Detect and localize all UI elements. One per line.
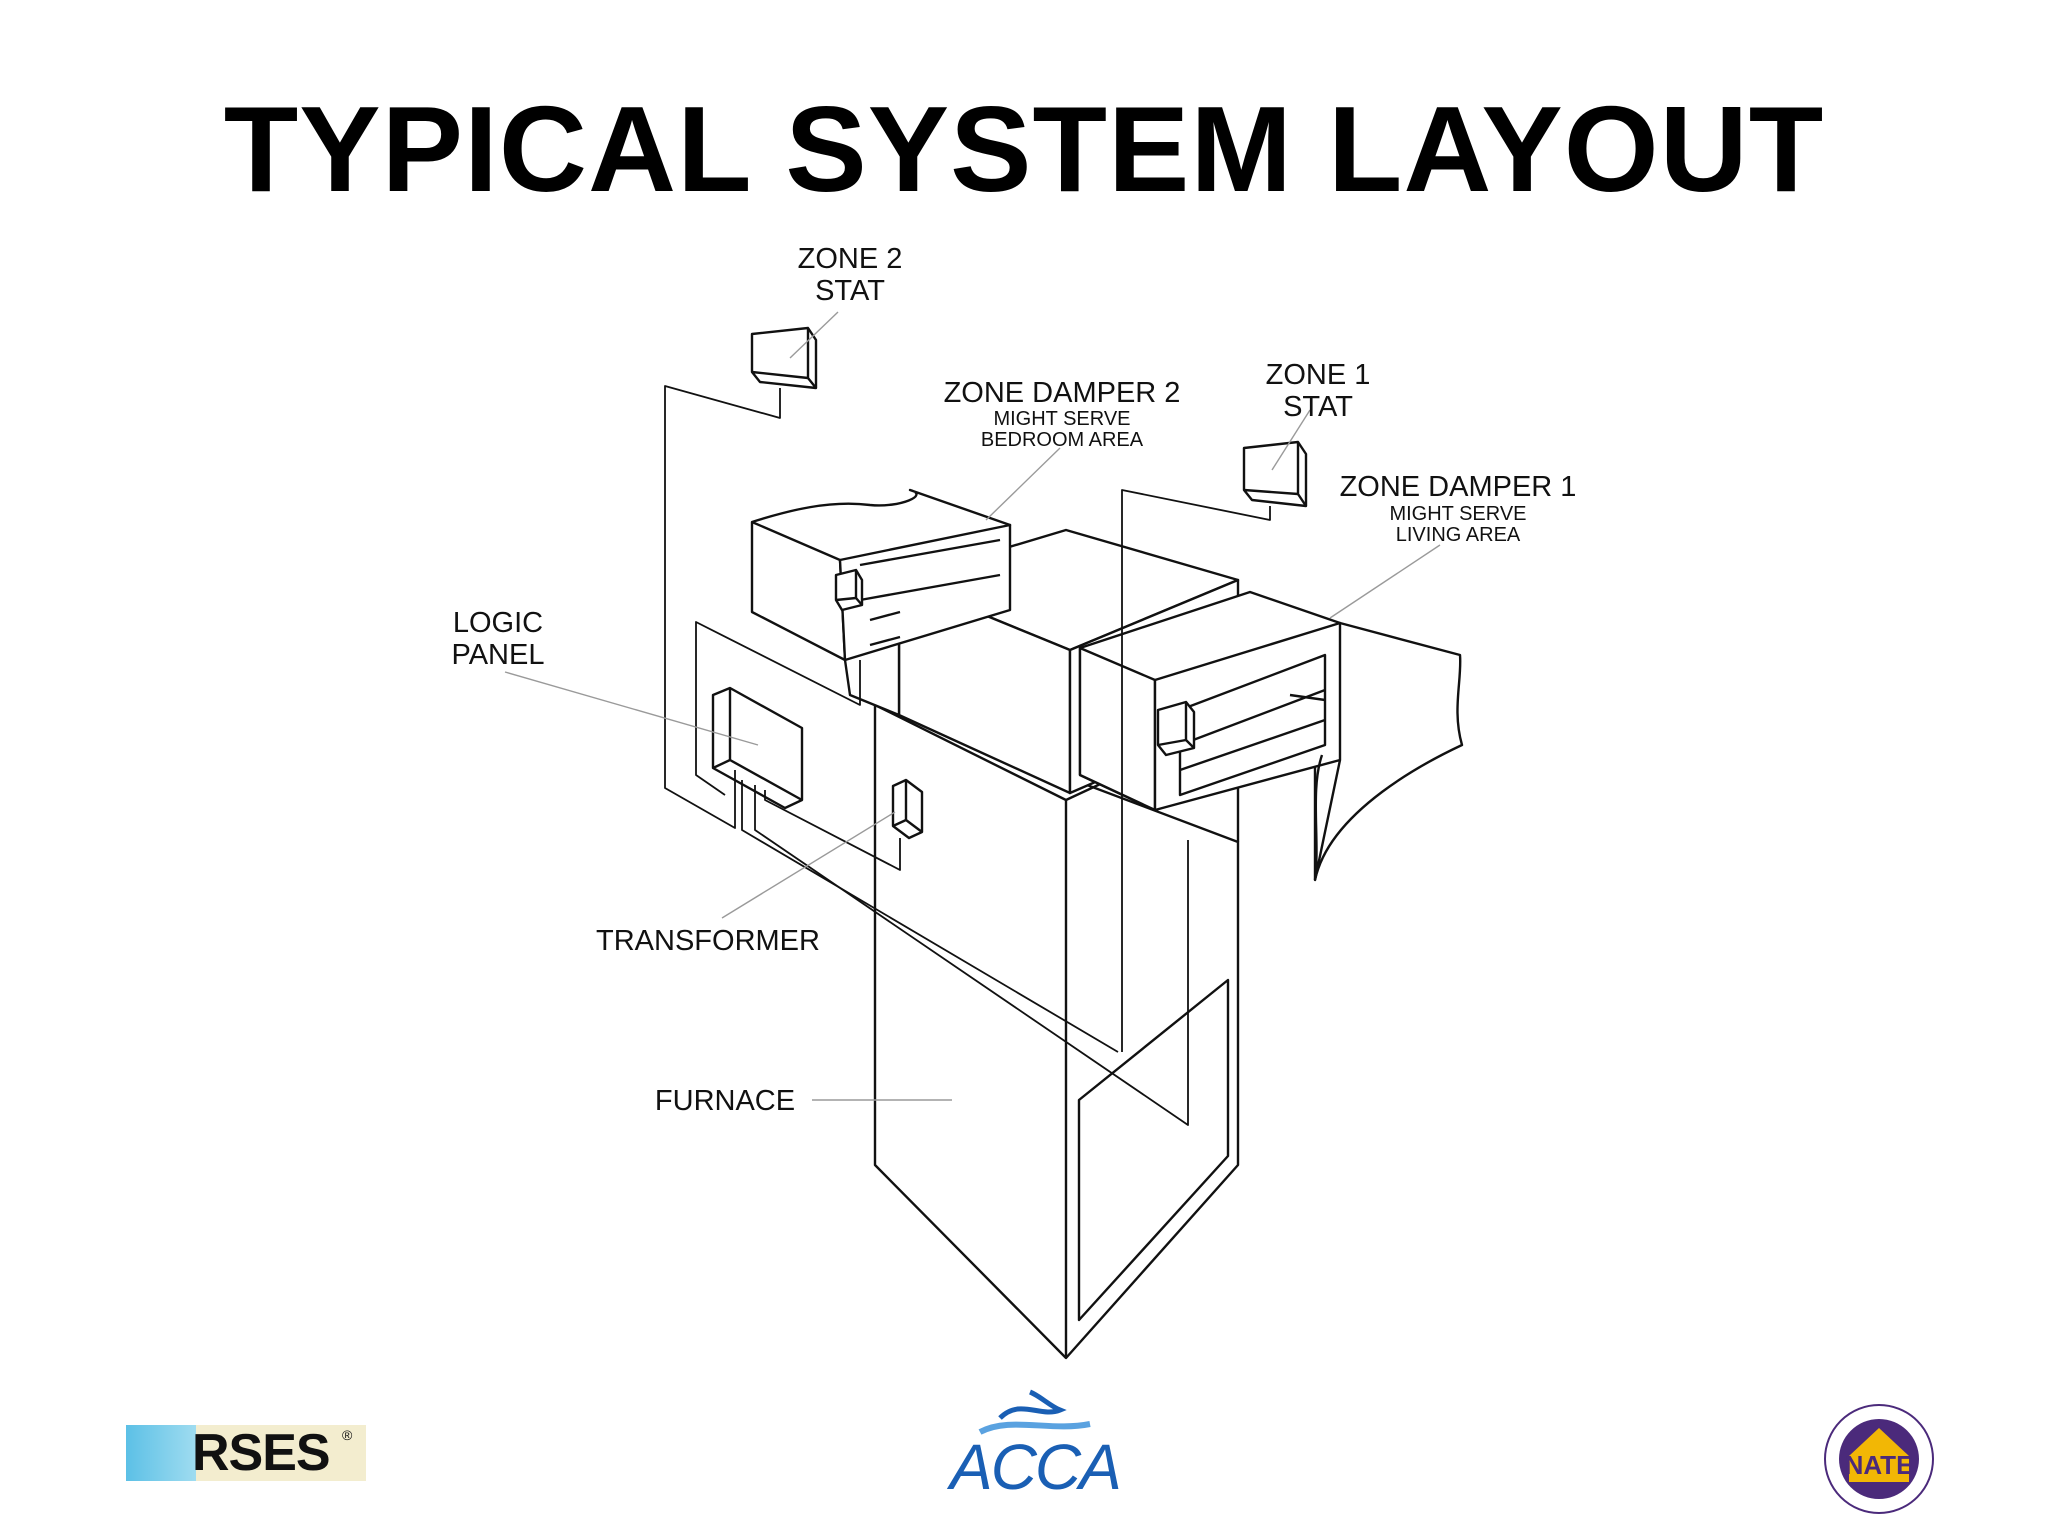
control-wiring (664, 385, 1271, 1126)
nate-logo: NATE (1816, 1402, 1942, 1516)
transformer (891, 778, 924, 840)
nate-badge-text: NATE (1845, 1450, 1914, 1480)
furnace-label: FURNACE (655, 1085, 795, 1117)
zone-damper-2-note-line2: BEDROOM AREA (981, 429, 1144, 451)
zone-1-damper-actuator (1156, 700, 1196, 757)
zone-1-stat-label-line1: ZONE 1 (1266, 359, 1371, 391)
page-title: TYPICAL SYSTEM LAYOUT (223, 81, 1825, 217)
transformer-label: TRANSFORMER (596, 925, 820, 957)
zone-2-duct (750, 488, 1012, 717)
logic-panel-label-line1: LOGIC (453, 607, 543, 639)
nate-badge-icon: NATE (1824, 1404, 1934, 1514)
zone-2-damper-actuator (834, 568, 864, 612)
logic-panel-label-line2: PANEL (452, 639, 545, 671)
acca-logo-text: ACCA (950, 1431, 1122, 1503)
zone-damper-2-note-line1: MIGHT SERVE (993, 408, 1130, 430)
zone-2-stat-label-line1: ZONE 2 (798, 243, 903, 275)
zone-damper-1-label: ZONE DAMPER 1 (1340, 471, 1577, 503)
furnace-cabinet (873, 703, 1240, 1360)
logic-panel (711, 686, 804, 810)
zone-2-stat-label-line2: STAT (815, 275, 885, 307)
rses-registered-mark: ® (342, 1427, 353, 1443)
rses-logo: RSES ® (126, 1425, 366, 1481)
rses-swoosh-icon (126, 1425, 196, 1481)
zone-damper-2-label: ZONE DAMPER 2 (944, 377, 1181, 409)
acca-logo: ACCA (940, 1388, 1140, 1503)
acca-wave-icon (978, 1389, 1091, 1435)
zone-damper-1-note-line1: MIGHT SERVE (1389, 503, 1526, 525)
zone-damper-1-note-line2: LIVING AREA (1396, 524, 1521, 546)
zone-1-stat-label-line2: STAT (1283, 391, 1353, 423)
leader-lines (504, 311, 1441, 1101)
zone-1-duct (1078, 590, 1464, 882)
zone-2-thermostat (750, 326, 818, 390)
zone-1-thermostat (1242, 440, 1308, 508)
rses-logo-text: RSES (192, 1424, 331, 1482)
